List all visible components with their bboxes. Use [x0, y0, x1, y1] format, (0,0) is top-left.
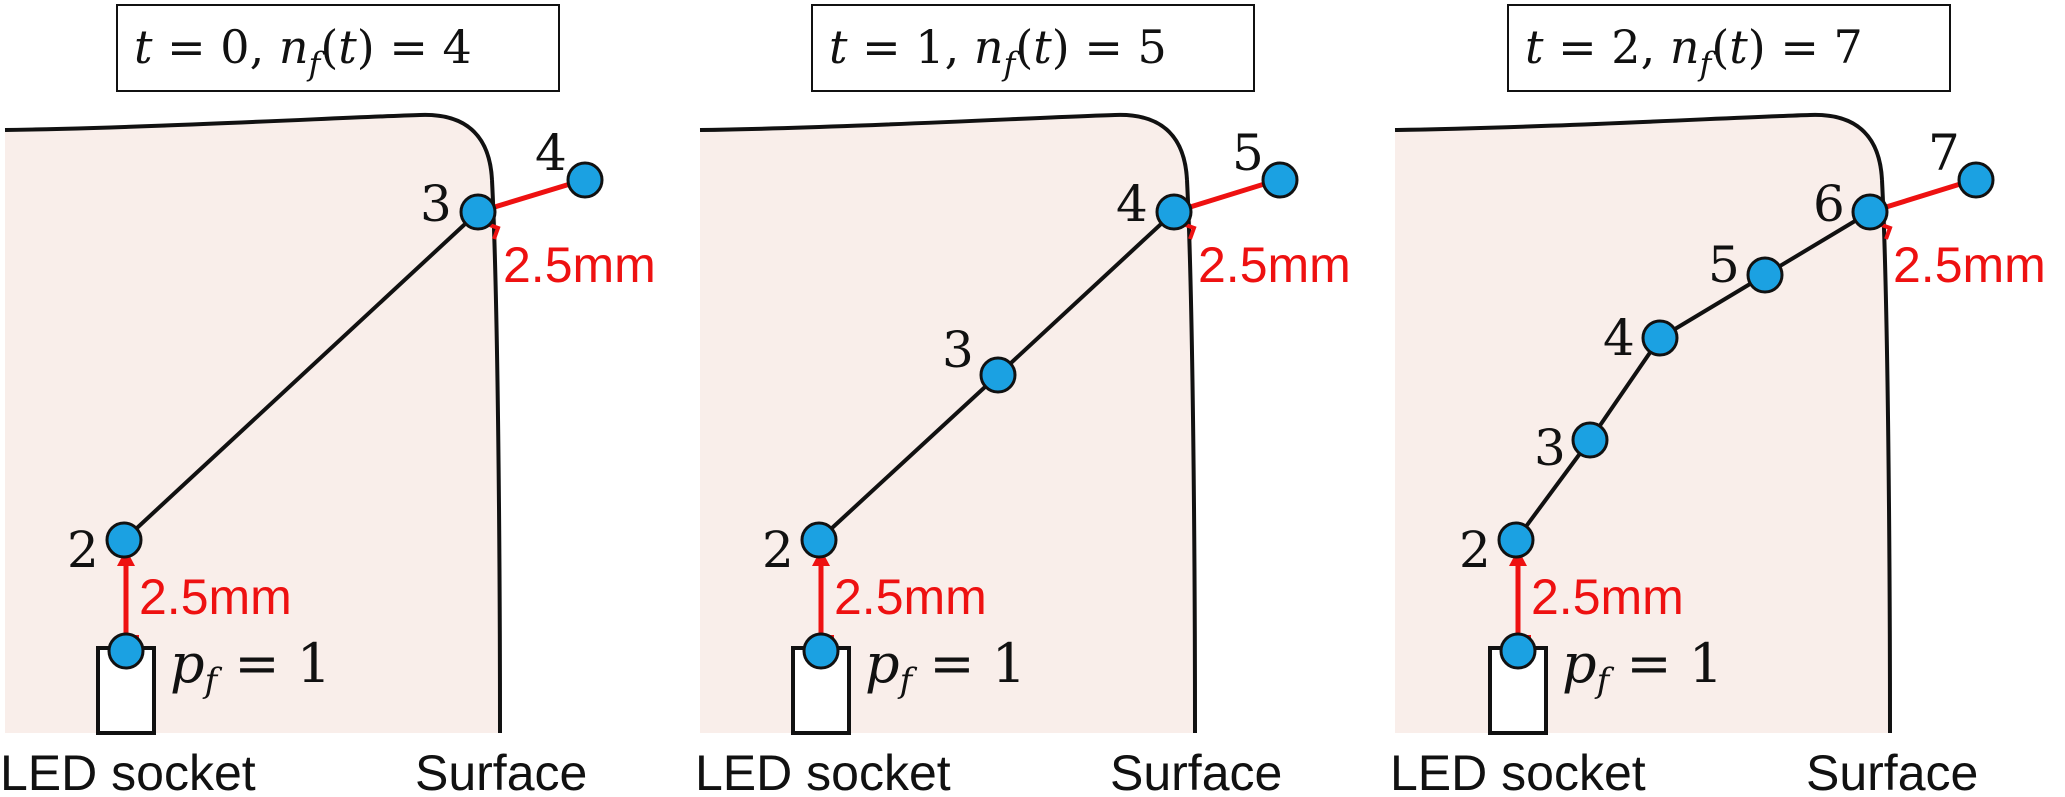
path-segment — [996, 210, 1176, 377]
node-label: 3 — [942, 321, 974, 379]
path-segment — [1658, 273, 1767, 340]
fiber-node — [1957, 161, 1995, 199]
fiber-node — [1497, 521, 1535, 559]
node-label: 5 — [1232, 124, 1264, 182]
path-segment — [122, 210, 480, 542]
node-label: 3 — [1534, 419, 1566, 477]
path-segment — [1514, 438, 1592, 542]
surface-boundary — [1880, 179, 1892, 734]
led-socket-caption: LED socket — [0, 745, 256, 797]
path-segment — [1763, 210, 1872, 277]
surface-top-edge — [699, 112, 1189, 181]
fiber-node — [1746, 256, 1784, 294]
fiber-node — [802, 632, 840, 670]
node-label: 2 — [762, 521, 794, 579]
tissue-region — [5, 114, 500, 734]
fiber-node — [1261, 161, 1299, 199]
path-segment — [1588, 336, 1662, 442]
node-label: 4 — [1603, 309, 1635, 367]
fiber-node — [1155, 193, 1193, 231]
surface-top-edge — [4, 112, 494, 181]
title-box — [1507, 4, 1951, 92]
panel-title: t = 2, nf(t) = 7 — [1525, 20, 1863, 83]
led-socket-caption: LED socket — [695, 745, 951, 797]
title-box — [116, 4, 560, 92]
distance-label-top: 2.5mm — [503, 237, 656, 293]
panel-title: t = 0, nf(t) = 4 — [134, 20, 472, 83]
path-segment — [817, 373, 1000, 542]
panel-1: t = 1, nf(t) = 5 2.5mm 2.5mm 2 3 4 5 pf … — [695, 4, 1351, 797]
distance-label-bottom: 2.5mm — [1531, 569, 1684, 625]
start-index-label: pf = 1 — [865, 632, 1026, 701]
surface-caption: Surface — [415, 745, 587, 797]
node-label: 3 — [420, 175, 452, 233]
fiber-node — [459, 193, 497, 231]
distance-label-top: 2.5mm — [1198, 237, 1351, 293]
node-label: 4 — [1116, 175, 1148, 233]
distance-label-top: 2.5mm — [1893, 237, 2046, 293]
node-label: 2 — [67, 521, 99, 579]
distance-label-bottom: 2.5mm — [834, 569, 987, 625]
fiber-node — [107, 632, 145, 670]
surface-caption: Surface — [1110, 745, 1282, 797]
fiber-node — [1851, 193, 1889, 231]
fiber-node — [105, 521, 143, 559]
surface-caption: Surface — [1806, 745, 1978, 797]
fiber-node — [1499, 632, 1537, 670]
title-box — [811, 4, 1255, 92]
fiber-node — [1571, 421, 1609, 459]
node-label: 4 — [535, 124, 567, 182]
panel-0: t = 0, nf(t) = 4 2.5mm 2.5mm 2 3 4 pf = … — [0, 4, 656, 797]
start-index-label: pf = 1 — [170, 632, 331, 701]
node-label: 6 — [1813, 175, 1845, 233]
fiber-node — [979, 356, 1017, 394]
node-label: 7 — [1928, 124, 1960, 182]
fiber-node — [566, 161, 604, 199]
start-index-label: pf = 1 — [1562, 632, 1723, 701]
distance-label-bottom: 2.5mm — [139, 569, 292, 625]
surface-top-edge — [1394, 112, 1884, 181]
node-label: 5 — [1708, 236, 1740, 294]
fiber-node — [1641, 319, 1679, 357]
fiber-node — [800, 521, 838, 559]
led-socket-caption: LED socket — [1390, 745, 1646, 797]
node-label: 2 — [1459, 521, 1491, 579]
panel-title: t = 1, nf(t) = 5 — [829, 20, 1167, 83]
panel-2: t = 2, nf(t) = 7 2.5mm 2.5mm 2 3 4 5 6 7… — [1390, 4, 2046, 797]
